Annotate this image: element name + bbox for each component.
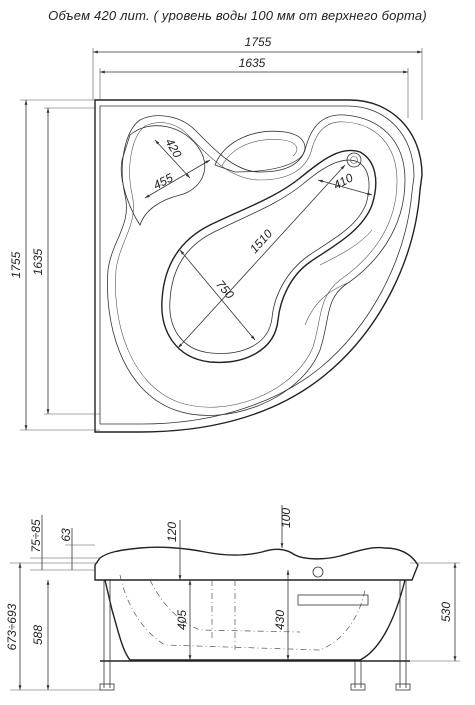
height-right-label: 530 bbox=[439, 602, 453, 622]
height-inner-label: 1635 bbox=[31, 248, 45, 275]
dim-bowl-width: 750 bbox=[179, 249, 256, 341]
dim-seat: 410 bbox=[317, 170, 373, 196]
bowl-length-label: 1510 bbox=[247, 226, 275, 255]
width-outer-label: 1755 bbox=[245, 35, 272, 49]
overflow-icon bbox=[312, 566, 324, 578]
bath-rim bbox=[99, 105, 415, 425]
headrest-length-label: 455 bbox=[151, 170, 176, 192]
dim-width-inner: 1635 bbox=[99, 56, 409, 118]
bath-body bbox=[104, 579, 406, 661]
bowl-outer-contour-2 bbox=[115, 121, 398, 408]
depth-left-label: 120 bbox=[165, 522, 179, 542]
headrest-width-label: 420 bbox=[162, 136, 184, 161]
drain-icon bbox=[346, 152, 362, 168]
dim-height-body: 588 bbox=[31, 580, 50, 690]
dim-height-outer: 1755 bbox=[9, 99, 100, 431]
dim-depth-left: 120 bbox=[165, 520, 182, 580]
dim-height-right: 530 bbox=[410, 562, 460, 662]
rim-range-label: 75÷85 bbox=[29, 519, 43, 553]
dim-water-level: 100 bbox=[279, 505, 293, 548]
dim-headrest-length: 455 bbox=[144, 159, 211, 199]
dim-inner-left: 405 bbox=[175, 580, 192, 660]
bowl-outer-contour bbox=[107, 114, 406, 416]
top-view: 1755 1635 1755 1635 bbox=[9, 35, 423, 433]
height-outer-label: 1755 bbox=[9, 251, 23, 278]
dim-rim-range: 75÷85 bbox=[29, 515, 100, 571]
inner-left-label: 405 bbox=[175, 610, 189, 630]
rim-label: 63 bbox=[59, 528, 73, 542]
water-level-label: 100 bbox=[279, 508, 293, 528]
dim-height-inner: 1635 bbox=[31, 107, 100, 415]
height-body-label: 588 bbox=[31, 625, 45, 645]
legs bbox=[99, 580, 411, 691]
dim-rim: 63 bbox=[59, 528, 95, 570]
width-inner-label: 1635 bbox=[239, 56, 266, 70]
volume-title: Объем 420 лит. ( уровень воды 100 мм от … bbox=[48, 8, 427, 23]
side-step bbox=[297, 594, 369, 606]
dim-headrest-width: 420 bbox=[154, 136, 191, 179]
inner-right-label: 430 bbox=[273, 610, 287, 630]
dim-inner-right: 430 bbox=[273, 570, 290, 660]
dim-bowl-length: 1510 bbox=[177, 164, 346, 349]
hidden-basin bbox=[119, 574, 366, 651]
dim-height-range: 673÷693 bbox=[5, 562, 100, 691]
bowl-width-label: 750 bbox=[213, 277, 237, 302]
dim-width-outer: 1755 bbox=[92, 35, 423, 120]
bath-outer-shell bbox=[94, 99, 423, 433]
height-range-label: 673÷693 bbox=[5, 603, 19, 650]
rim-top bbox=[94, 546, 419, 581]
side-view: 75÷85 63 673÷693 588 120 100 bbox=[5, 505, 460, 691]
